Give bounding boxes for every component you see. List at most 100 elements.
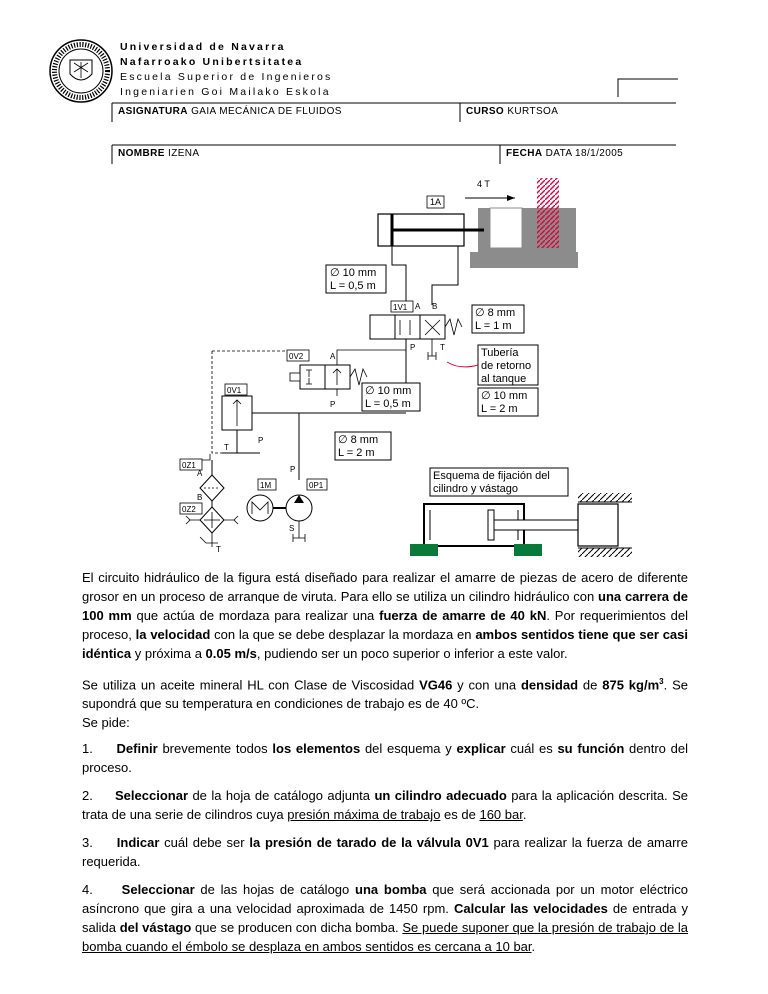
filter-0Z1-label: 0Z1 [182,461,196,470]
q2-text-f: es de [440,807,480,822]
pipe1-line2: L = 0,5 m [330,280,376,292]
valve-1V1-label: 1V1 [393,303,408,312]
p2-bold-d: densidad [520,677,579,693]
p1-bold-h: ambos sentidos tiene que ser casi idénti… [82,627,688,661]
pipe5-line2: L = 2 m [481,403,518,415]
fecha-value: DATA 18/1/2005 [545,148,624,159]
p2-text-a: Se utiliza un aceite mineral HL con Clas… [82,677,420,693]
q4-number: 4. [82,882,93,897]
p1-text-c: que actúa de mordaza para realizar una [131,608,380,623]
p2-bold-b: VG46 [419,677,453,693]
curso-label: CURSO [466,106,505,117]
port-A-3: A [197,469,203,478]
q4-text-j: . [531,939,536,954]
p2-superscript: 3 [659,677,664,686]
school-name-es: Escuela Superior de Ingenieros [120,71,333,83]
q1-number: 1. [82,741,93,756]
port-P-2: P [330,400,335,409]
question-2: 2. Seleccionar de la hoja de catálogo ad… [82,786,688,824]
p1-bold-d: fuerza de amarre de 40 kN [379,608,547,623]
paragraph-2: Se utiliza un aceite mineral HL con Clas… [82,672,688,713]
p2-bold-f: 875 kg/m [602,677,660,693]
port-P-4: P [290,465,295,474]
pipe1-line1: ∅ 10 mm [330,267,376,279]
q4-bold-g: del vástago [119,920,192,935]
paragraph-1: El circuito hidráulico de la figura está… [82,568,688,663]
port-B-1: B [432,302,437,311]
nombre-value: IZENA [168,148,200,159]
q4-text-h: que se producen con dicha bomba. [191,920,403,935]
q4-bold-a: Seleccionar [121,882,195,897]
q2-text-b: de la hoja de catálogo adjunta [188,788,375,803]
filter-0Z2-label: 0Z2 [182,505,196,514]
pipe6-line2: L = 2 m [338,447,375,459]
q2-number: 2. [82,788,93,803]
q1-bold-a: Definir [116,741,158,756]
p2-text-c: y con una [452,677,521,693]
pipe2-line2: L = 1 m [475,320,512,332]
fecha-label: FECHA [506,148,543,159]
pipe4-line1: Tubería [481,347,519,359]
question-1: 1. Definir brevemente todos los elemento… [82,739,688,777]
question-3: 3. Indicar cuál debe ser la presión de t… [82,833,688,871]
cylinder-label: 1A [430,197,441,207]
question-4: 4. Seleccionar de las hojas de catálogo … [82,880,688,956]
p1-bold-b: una carrera de 100 mm [82,589,689,623]
q1-text-b: brevemente todos [157,741,273,756]
p2-text-h: . Se supondrá que su temperatura en cond… [82,677,688,712]
q2-text-d: para la aplicación descrita. Se trata de… [82,788,689,822]
q1-bold-c: los elementos [272,741,361,756]
pump-label: 0P1 [309,481,324,490]
port-A-1: A [415,302,421,311]
pipe5-line1: ∅ 10 mm [481,390,527,402]
p1-text-a: El circuito hidráulico de la figura está… [82,570,688,604]
asignatura-field: ASIGNATURA GAIA MECÁNICA DE FLUIDOS [118,106,342,117]
q4-bold-c: una bomba [355,882,427,897]
p1-bold-f: la velocidad [135,627,211,642]
port-T-3: T [216,545,221,554]
q1-bold-e: explicar [456,741,506,756]
q1-text-h: dentro del proceso. [82,741,688,775]
motor-1M [246,494,274,522]
asignatura-value: GAIA MECÁNICA DE FLUIDOS [191,106,342,117]
curso-field: CURSO KURTSOA [466,106,558,117]
scheme-line1: Esquema de fijación del [433,470,550,482]
q4-underline-i: Se puede suponer que la presión de traba… [82,920,689,954]
q2-bold-a: Seleccionar [115,788,189,803]
port-A-2: A [330,352,336,361]
force-label: 4 T [477,179,490,189]
port-P-3: P [258,436,263,445]
q3-bold-c: la presión de tarado de la válvula 0V1 [249,835,489,850]
support-right [514,544,542,556]
q3-text-b: cuál debe ser [159,835,250,850]
p2-text-e: de [578,677,603,693]
port-B-2: B [197,493,202,502]
nombre-field: NOMBRE IZENA [118,148,199,159]
scheme-line2: cilindro y vástago [433,483,518,495]
port-S: S [289,524,294,533]
hydraulic-circuit-diagram: 4 T 1A ∅ 10 mm L = 0,5 m ∅ 8 mm L = 1 m … [179,178,632,557]
nombre-label: NOMBRE [118,148,165,159]
curso-value: KURTSOA [507,106,559,117]
valve-0V1-label: 0V1 [227,386,242,395]
support-left [410,544,438,556]
q2-underline-g: 160 bar [479,807,523,822]
pipe4-line2: de retorno [481,360,531,372]
q3-text-d: para realizar la fuerza de amarre requer… [82,835,688,869]
port-P-1: P [410,343,415,352]
university-name-eu: Nafarroako Unibertsitatea [120,56,304,68]
pipe4-line3: al tanque [481,373,526,385]
university-seal-logo [49,39,113,103]
pipe3-line1: ∅ 10 mm [365,385,411,397]
pipe3-line2: L = 0,5 m [365,398,411,410]
q4-text-f: de entrada y salida [82,901,688,935]
p1-text-i: y próxima a [131,646,206,661]
p1-text-e: . Por requerimientos del proceso, [82,608,688,642]
q3-number: 3. [82,835,93,850]
motor-label: 1M [260,481,271,490]
q2-underline-e: presión máxima de trabajo [287,807,441,822]
q1-text-f: cuál es [505,741,558,756]
school-name-eu: Ingeniarien Goi Mailako Eskola [120,86,331,98]
header-frame [111,78,678,164]
q1-bold-g: su función [557,741,625,756]
